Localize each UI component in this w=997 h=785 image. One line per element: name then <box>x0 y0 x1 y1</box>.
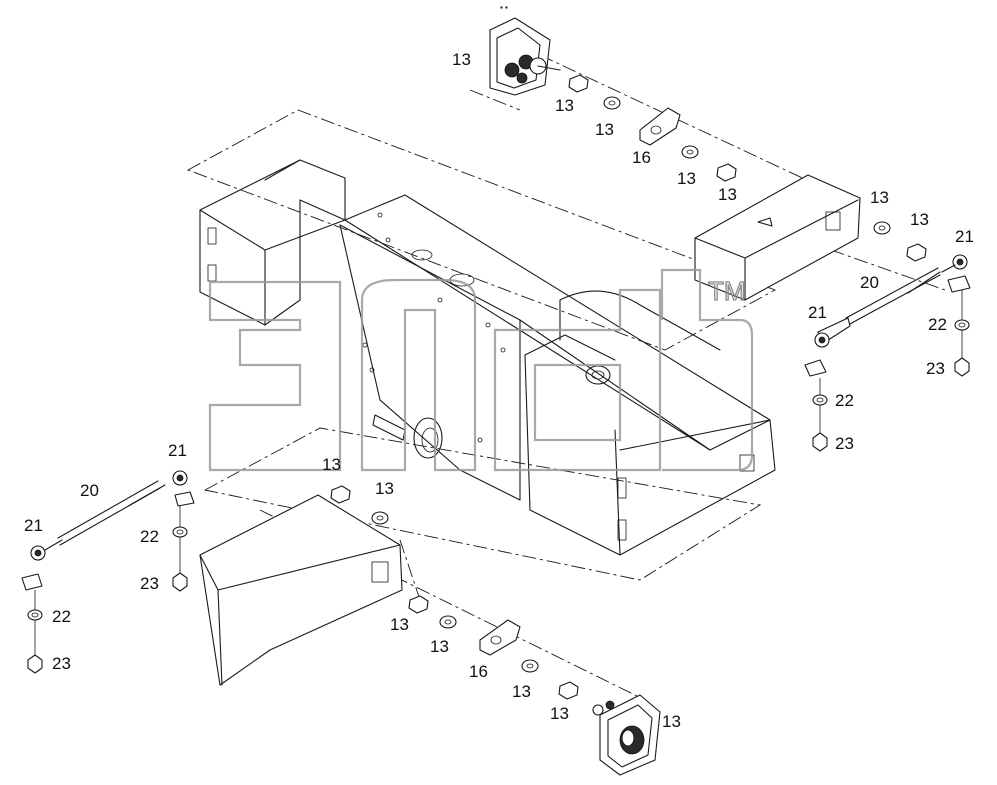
callout-label: 13 <box>512 682 531 701</box>
hardware-bottom <box>330 485 579 700</box>
callout-label: 21 <box>168 441 187 460</box>
cover-panel-bottom <box>199 494 403 686</box>
gas-strut-right <box>804 254 971 452</box>
callout-label: 23 <box>926 359 945 378</box>
callout-label: 13 <box>595 120 614 139</box>
callout-labels: 13 13 13 16 13 13 13 13 21 20 21 22 23 2… <box>24 50 974 731</box>
callout-label: 13 <box>870 188 889 207</box>
callout-label: 13 <box>550 704 569 723</box>
main-frame <box>199 159 776 556</box>
watermark-tm: TM <box>708 276 746 306</box>
callout-label: 23 <box>140 574 159 593</box>
watermark-logo: TM <box>208 268 754 472</box>
callout-label: 21 <box>24 516 43 535</box>
callout-label: 20 <box>860 273 879 292</box>
callout-label: 23 <box>52 654 71 673</box>
callout-label: 22 <box>140 527 159 546</box>
callout-label: 21 <box>808 303 827 322</box>
callout-label: 13 <box>390 615 409 634</box>
callout-label: 13 <box>718 185 737 204</box>
callout-label: 13 <box>322 455 341 474</box>
callout-label: 13 <box>662 712 681 731</box>
callout-label: 22 <box>928 315 947 334</box>
callout-label: 21 <box>955 227 974 246</box>
gas-strut-left <box>21 470 195 674</box>
callout-label: 13 <box>375 479 394 498</box>
callout-label: 22 <box>52 607 71 626</box>
callout-label: 22 <box>835 391 854 410</box>
cover-panel-top <box>694 174 861 301</box>
callout-label: 23 <box>835 434 854 453</box>
callout-label: 13 <box>430 637 449 656</box>
callout-label: 13 <box>910 210 929 229</box>
latch-top: ▪ ▪ <box>489 3 561 96</box>
callout-label: 16 <box>469 662 488 681</box>
callout-label: 20 <box>80 481 99 500</box>
callout-label: 13 <box>555 96 574 115</box>
callout-label: 13 <box>677 169 696 188</box>
callout-label: 13 <box>452 50 471 69</box>
svg-text:▪ ▪: ▪ ▪ <box>500 3 508 12</box>
callout-label: 16 <box>632 148 651 167</box>
hardware-top <box>568 74 927 262</box>
latch-bottom <box>592 694 661 776</box>
